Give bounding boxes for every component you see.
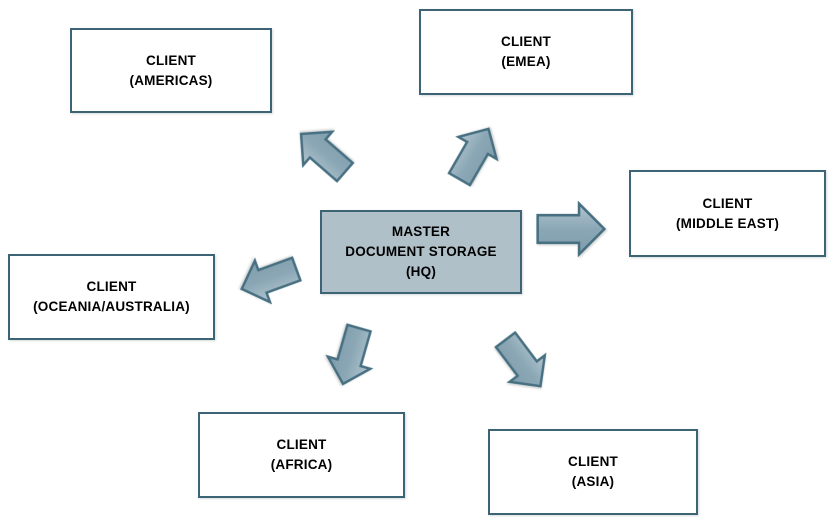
node-client-oceania-australia: CLIENT (OCEANIA/AUSTRALIA) — [8, 254, 215, 340]
hub-label-line3: (HQ) — [405, 264, 437, 279]
node-label-line1: CLIENT — [146, 52, 196, 68]
node-label-line1: CLIENT — [86, 279, 137, 294]
node-label-line1: CLIENT — [276, 437, 327, 452]
arrow-hub-to-middle-east — [536, 200, 607, 258]
node-client-asia: CLIENT (ASIA) — [488, 429, 698, 515]
node-label-line2: (AMERICAS) — [129, 72, 213, 88]
arrow-hub-to-asia — [494, 330, 547, 388]
node-label-line1: CLIENT — [702, 195, 753, 211]
node-client-emea: CLIENT (EMEA) — [419, 9, 633, 95]
hub-label-line2: DOCUMENT STORAGE — [345, 244, 497, 259]
node-label-line2: (AFRICA) — [270, 457, 333, 472]
node-label-line2: (MIDDLE EAST) — [675, 215, 780, 231]
node-label-line2: (OCEANIA/AUSTRALIA) — [33, 299, 190, 314]
arrow-hub-to-americas — [299, 130, 355, 183]
node-master-document-storage-hq: MASTER DOCUMENT STORAGE (HQ) — [320, 210, 522, 294]
arrow-hub-to-emea — [447, 127, 499, 187]
arrow-hub-to-africa — [325, 323, 374, 386]
hub-label-line1: MASTER — [391, 224, 451, 239]
node-label-line2: (EMEA) — [501, 54, 551, 69]
node-label-line1: CLIENT — [501, 34, 551, 49]
node-client-americas: CLIENT (AMERICAS) — [70, 28, 272, 113]
node-label-line2: (ASIA) — [571, 474, 615, 489]
node-client-middle-east: CLIENT (MIDDLE EAST) — [629, 170, 826, 257]
node-client-africa: CLIENT (AFRICA) — [198, 412, 405, 498]
arrow-hub-to-oceania — [240, 256, 302, 305]
node-label-line1: CLIENT — [568, 454, 618, 469]
